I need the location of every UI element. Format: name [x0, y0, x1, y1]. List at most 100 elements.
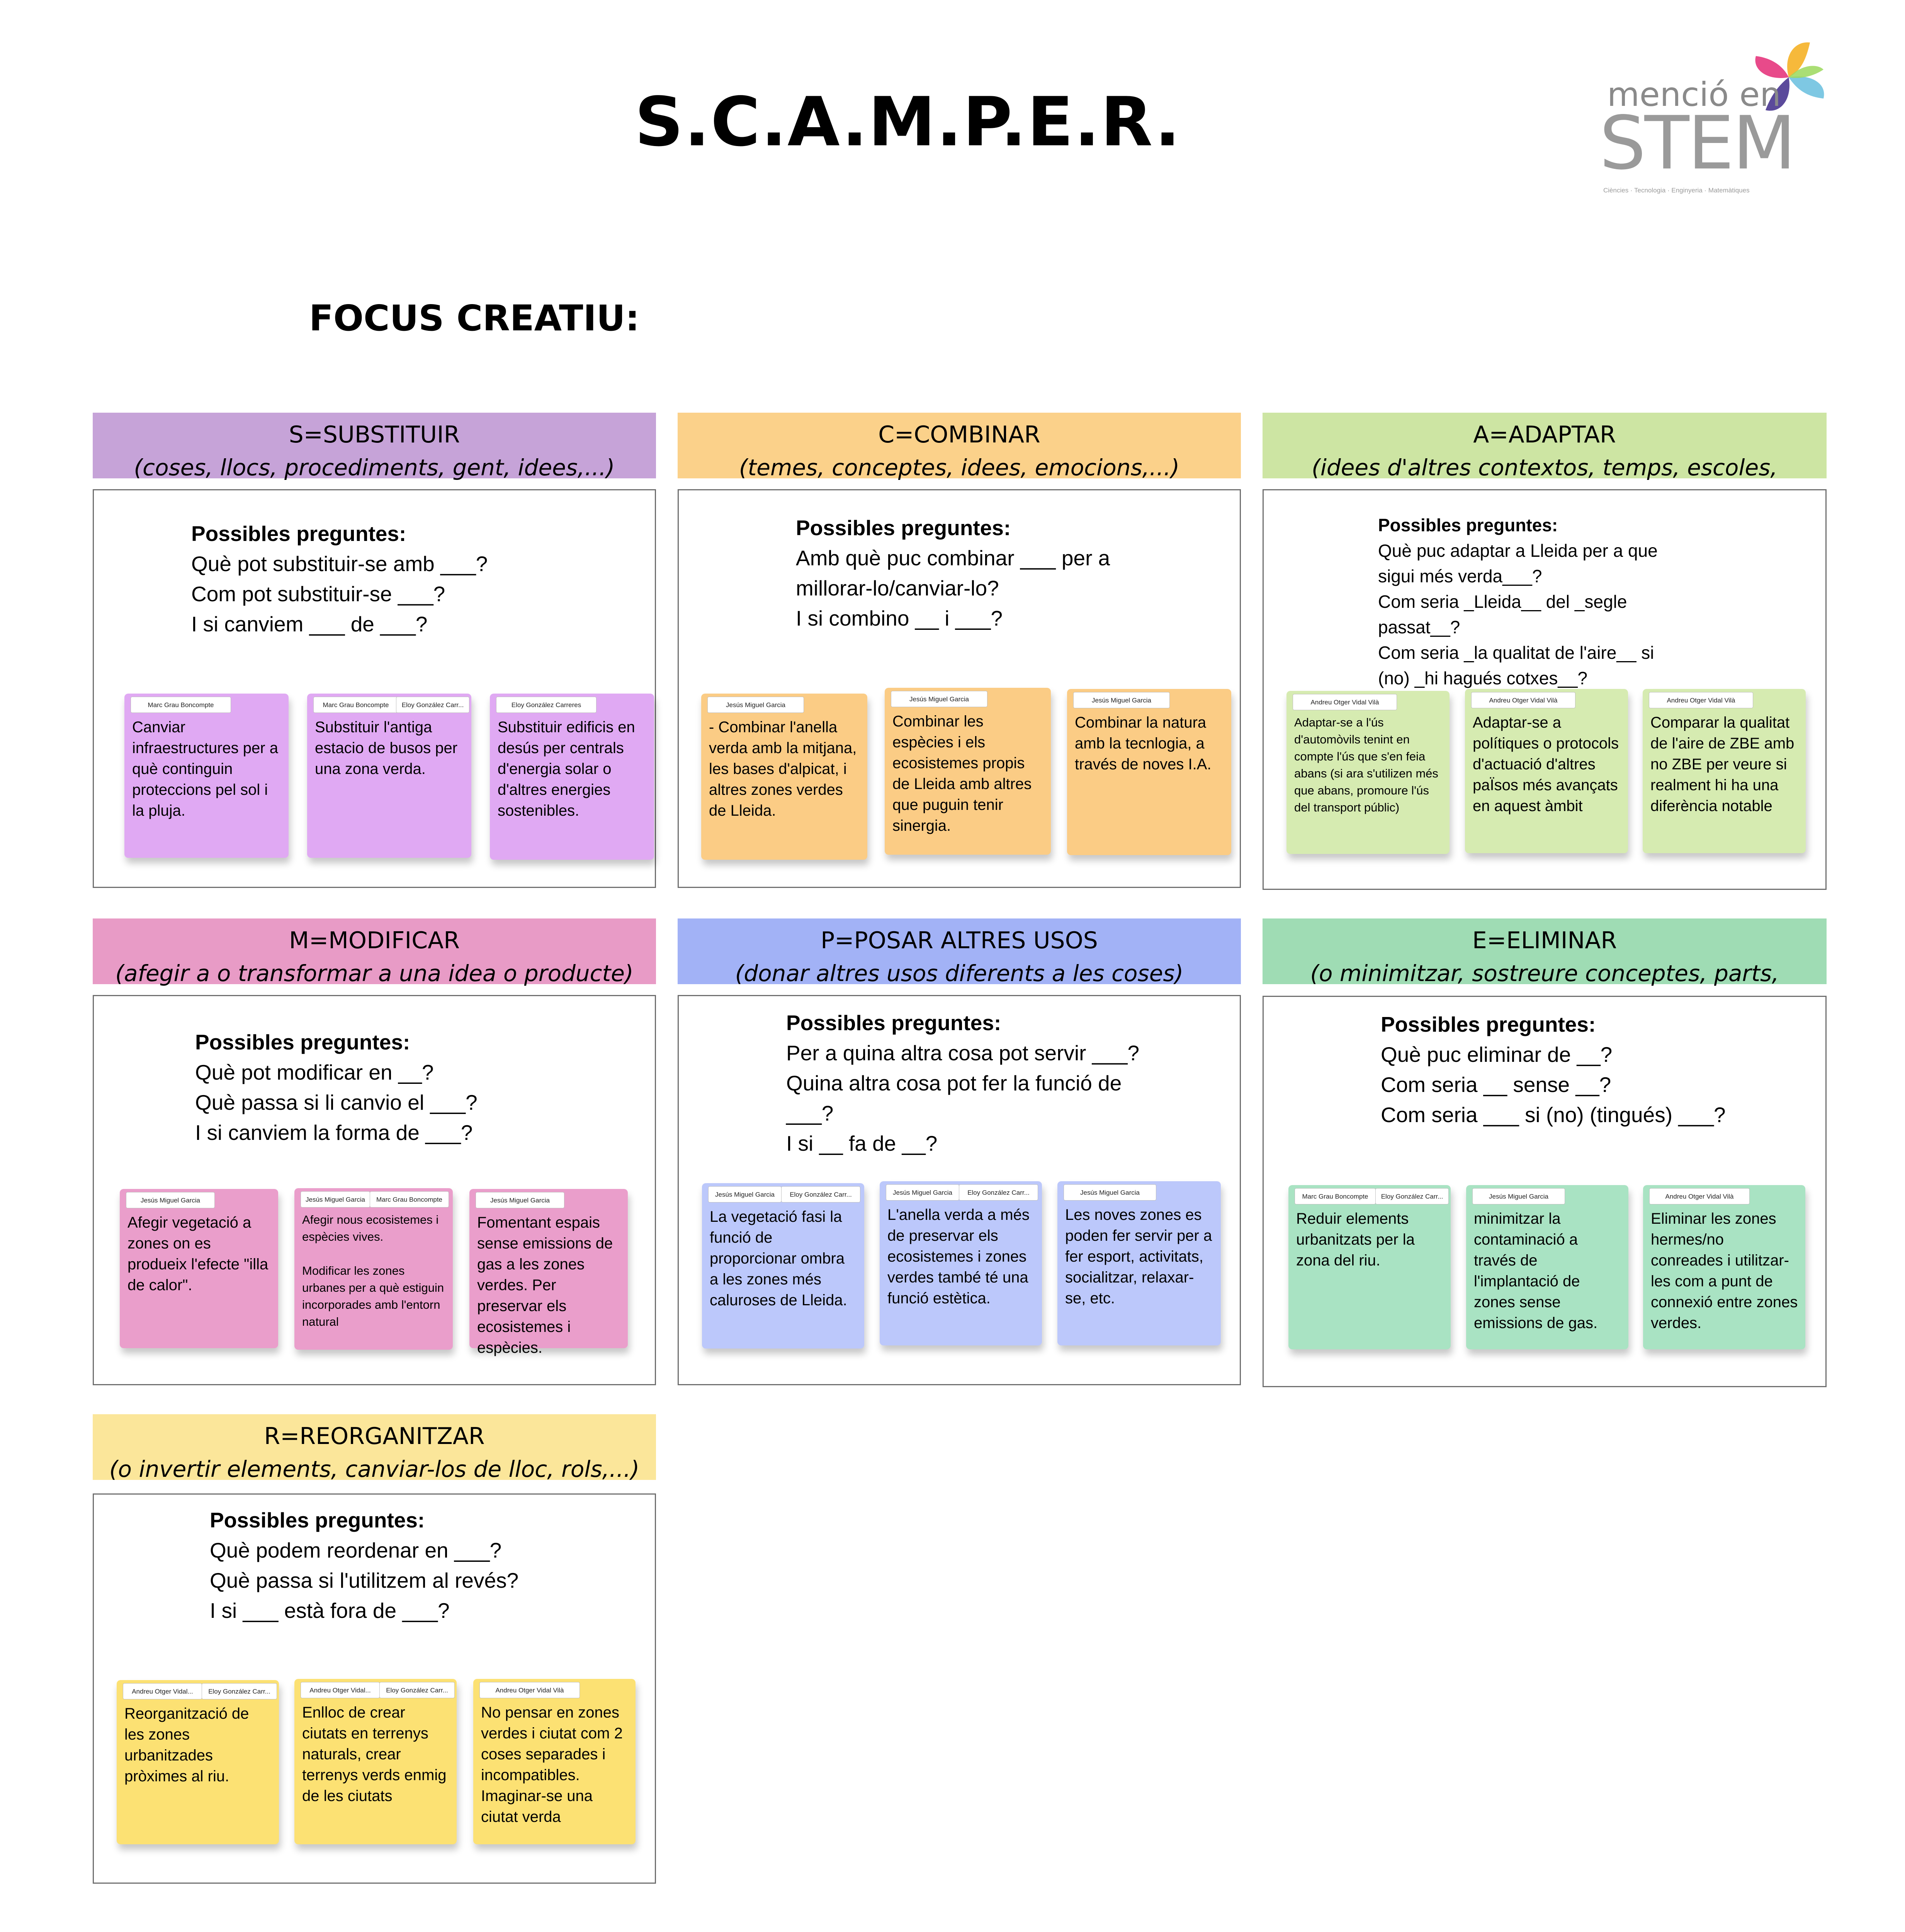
question-line: I si __ fa de __?: [786, 1131, 938, 1155]
author-tag: Marc Grau Boncompte: [370, 1191, 449, 1208]
question-line: Quina altra cosa pot fer la funció de: [786, 1071, 1122, 1095]
author-tag: Eloy González Carr...: [379, 1682, 455, 1698]
question-line: Per a quina altra cosa pot servir ___?: [786, 1041, 1140, 1065]
note-text: Afegir nous ecosistemes i espècies vives…: [302, 1213, 444, 1328]
question-line: Com pot substituir-se ___?: [191, 582, 445, 606]
author-tag: Eloy González Carr...: [1375, 1188, 1449, 1204]
sticky-note[interactable]: Jesús Miguel Garcia Marc Grau Boncompte …: [294, 1188, 453, 1350]
section-subtitle: (afegir a o transformar a una idea o pro…: [115, 960, 634, 986]
sticky-note[interactable]: Andreu Otger Vidal Vilà Comparar la qual…: [1643, 689, 1806, 853]
author-tag: Marc Grau Boncompte: [131, 697, 231, 713]
author-tag: Jesús Miguel Garcia: [891, 691, 987, 707]
section-subtitle: (temes, conceptes, idees, emocions,...): [739, 454, 1180, 481]
section-title: C=COMBINAR: [878, 421, 1040, 448]
note-text: Substituir edificis en desús per central…: [498, 719, 635, 819]
focus-label: FOCUS CREATIU:: [309, 298, 640, 339]
author-tag: Andreu Otger Vidal Vilà: [1293, 694, 1397, 710]
sticky-note[interactable]: Andreu Otger Vidal... Eloy González Carr…: [294, 1679, 457, 1844]
questions-heading: Possibles preguntes:: [195, 1030, 410, 1054]
questions-heading: Possibles preguntes:: [796, 516, 1011, 540]
author-tag: Jesús Miguel Garcia: [1472, 1188, 1565, 1204]
question-line: Què puc eliminar de __?: [1381, 1043, 1613, 1066]
author-tag: Andreu Otger Vidal Vilà: [1649, 1188, 1750, 1204]
section-subtitle: (o invertir elements, canviar-los de llo…: [109, 1456, 640, 1482]
note-text: Adaptar-se a polítiques o protocols d'ac…: [1473, 714, 1619, 815]
note-text: Reduir elements urbanitzats per la zona …: [1296, 1210, 1415, 1269]
questions-posar-altres-usos: Possibles preguntes: Per a quina altra c…: [786, 1008, 1139, 1158]
sticky-note[interactable]: Andreu Otger Vidal Vilà Adaptar-se a pol…: [1465, 689, 1628, 853]
question-line: Què podem reordenar en ___?: [210, 1538, 502, 1562]
logo-top-text: menció en: [1607, 75, 1781, 114]
question-line: millorar-lo/canviar-lo?: [796, 576, 999, 600]
note-text: Combinar la natura amb la tecnlogia, a t…: [1075, 714, 1212, 773]
sticky-note[interactable]: Jesús Miguel Garcia - Combinar l'anella …: [701, 694, 867, 860]
author-tag: Jesús Miguel Garcia: [301, 1191, 370, 1208]
question-line: passat__?: [1378, 617, 1460, 637]
sticky-note[interactable]: Eloy González Carreres Substituir edific…: [490, 694, 654, 860]
note-text: - Combinar l'anella verda amb la mitjana…: [709, 719, 857, 819]
question-line: Com seria _Lleida__ del _segle: [1378, 592, 1627, 612]
sticky-note[interactable]: Jesús Miguel Garcia Eloy González Carr..…: [702, 1183, 864, 1349]
section-title: E=ELIMINAR: [1472, 927, 1617, 954]
questions-reorganitzar: Possibles preguntes: Què podem reordenar…: [210, 1505, 518, 1626]
question-line: Què passa si l'utilitzem al revés?: [210, 1568, 519, 1592]
section-title: S=SUBSTITUIR: [289, 421, 460, 448]
sticky-note[interactable]: Marc Grau Boncompte Eloy González Carr..…: [307, 694, 471, 858]
logo-main-text: STEM: [1599, 100, 1796, 186]
author-tag: Jesús Miguel Garcia: [1064, 1184, 1156, 1201]
author-tag: Andreu Otger Vidal Vilà: [1649, 692, 1753, 708]
sticky-note[interactable]: Jesús Miguel Garcia Eloy González Carr..…: [880, 1181, 1042, 1345]
questions-heading: Possibles preguntes:: [191, 522, 406, 546]
author-tag: Jesús Miguel Garcia: [707, 697, 804, 713]
note-text: Les noves zones es poden fer servir per …: [1065, 1206, 1212, 1307]
section-header-posar-altres-usos: P=POSAR ALTRES USOS (donar altres usos d…: [678, 918, 1241, 986]
sticky-note[interactable]: Jesús Miguel Garcia minimitzar la contam…: [1466, 1185, 1628, 1349]
sticky-note[interactable]: Andreu Otger Vidal Vilà No pensar en zon…: [473, 1679, 636, 1844]
note-text: Combinar les espècies i els ecosistemes …: [892, 713, 1032, 834]
note-text: Enlloc de crear ciutats en terrenys natu…: [302, 1704, 447, 1804]
question-line: I si canviem ___ de ___?: [191, 612, 428, 636]
sticky-note[interactable]: Jesús Miguel Garcia Les noves zones es p…: [1057, 1181, 1221, 1345]
section-header-eliminar: E=ELIMINAR (o minimitzar, sostreure conc…: [1263, 918, 1827, 1019]
sticky-note[interactable]: Jesús Miguel Garcia Afegir vegetació a z…: [120, 1189, 278, 1348]
author-tag: Eloy González Carreres: [496, 697, 596, 713]
section-subtitle: (coses, llocs, procediments, gent, idees…: [134, 454, 615, 481]
section-header-adaptar: A=ADAPTAR (idees d'altres contextos, tem…: [1263, 413, 1827, 513]
author-tag: Andreu Otger Vidal Vilà: [479, 1682, 580, 1698]
questions-heading: Possibles preguntes:: [1378, 515, 1558, 535]
note-text: No pensar en zones verdes i ciutat com 2…: [481, 1704, 623, 1825]
question-line: Què passa si li canvio el ___?: [195, 1090, 478, 1114]
sticky-note[interactable]: Jesús Miguel Garcia Fomentant espais sen…: [469, 1189, 628, 1356]
question-line: sigui més verda___?: [1378, 566, 1542, 586]
questions-substituir: Possibles preguntes: Què pot substituir-…: [191, 519, 488, 639]
sticky-note[interactable]: Marc Grau Boncompte Canviar infraestruct…: [124, 694, 289, 858]
note-text: Canviar infraestructures per a què conti…: [132, 719, 278, 819]
questions-heading: Possibles preguntes:: [210, 1508, 425, 1532]
sticky-note[interactable]: Jesús Miguel Garcia Combinar les espècie…: [885, 688, 1051, 855]
sticky-note[interactable]: Marc Grau Boncompte Eloy González Carr..…: [1288, 1185, 1451, 1349]
section-subtitle: (donar altres usos diferents a les coses…: [735, 960, 1184, 986]
sticky-note[interactable]: Andreu Otger Vidal Vilà Adaptar-se a l'ú…: [1286, 691, 1450, 854]
question-line: Com seria ___ si (no) (tingués) ___?: [1381, 1103, 1726, 1127]
author-tag: Eloy González Carr...: [959, 1184, 1038, 1201]
sticky-note[interactable]: Jesús Miguel Garcia Combinar la natura a…: [1067, 689, 1231, 855]
section-title: R=REORGANITZAR: [264, 1423, 485, 1450]
section-header-combinar: C=COMBINAR (temes, conceptes, idees, emo…: [678, 413, 1241, 481]
sticky-note[interactable]: Andreu Otger Vidal Vilà Eliminar les zon…: [1643, 1185, 1805, 1349]
sticky-note[interactable]: Andreu Otger Vidal... Eloy González Carr…: [117, 1680, 279, 1844]
question-line: I si ___ està fora de ___?: [210, 1599, 450, 1622]
question-line: I si combino __ i ___?: [796, 606, 1003, 630]
note-text: Adaptar-se a l'ús d'automòvils tenint en…: [1294, 716, 1438, 814]
question-line: Amb què puc combinar ___ per a: [796, 546, 1110, 570]
section-title: M=MODIFICAR: [289, 927, 460, 954]
author-tag: Andreu Otger Vidal...: [123, 1683, 202, 1699]
question-line: Com seria _la qualitat de l'aire__ si: [1378, 643, 1654, 663]
note-text: L'anella verda a més de preservar els ec…: [887, 1206, 1030, 1307]
note-text: Reorganització de les zones urbanitzades…: [124, 1705, 249, 1785]
author-tag: Jesús Miguel Garcia: [708, 1186, 782, 1202]
author-tag: Marc Grau Boncompte: [1295, 1188, 1376, 1204]
question-line: (no) _hi hagués cotxes__?: [1378, 668, 1588, 688]
question-line: Què puc adaptar a Lleida per a que: [1378, 541, 1658, 561]
author-tag: Eloy González Carr...: [396, 697, 469, 713]
author-tag: Eloy González Carr...: [202, 1683, 277, 1699]
